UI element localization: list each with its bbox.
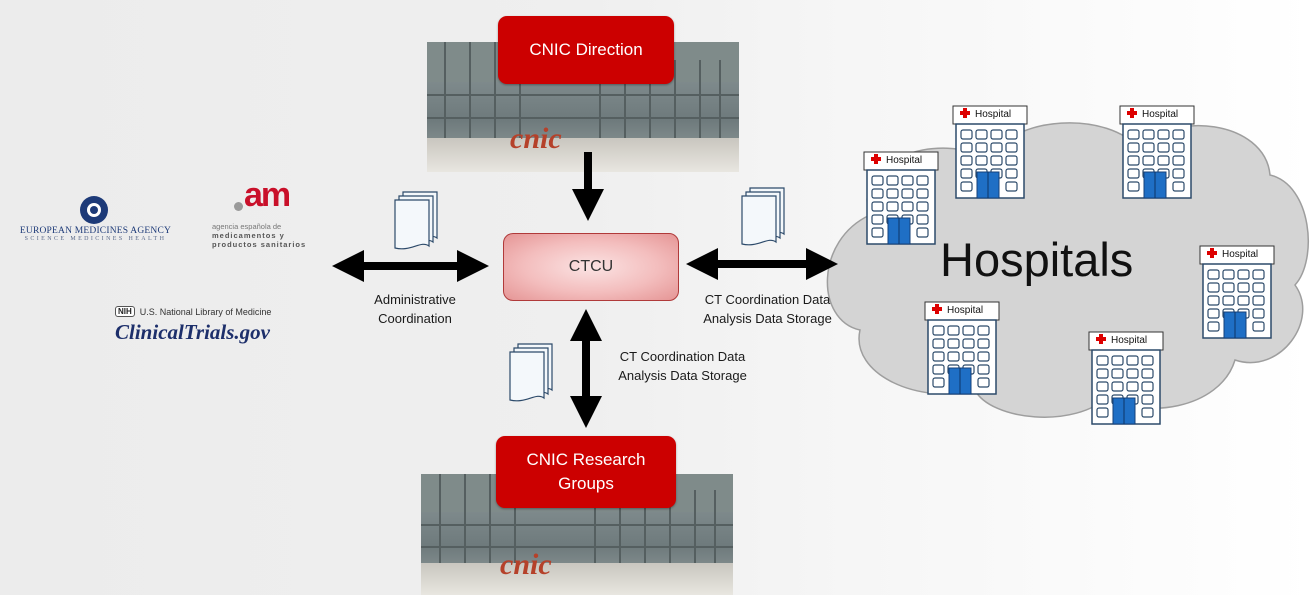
ema-logo-mark [80,196,108,224]
document-stack-icon [394,191,438,250]
cnic-research-groups-box: CNIC Research Groups [496,436,676,508]
ema-logo: EUROPEAN MEDICINES AGENCY SCIENCE MEDICI… [18,196,173,242]
ctcu-label: CTCU [568,258,614,275]
nlm-name: U.S. National Library of Medicine [139,306,272,317]
aemps-logo: am agencia española de medicamentos y pr… [208,176,318,249]
clinicaltrials-logo: NIH U.S. National Library of Medicine Cl… [115,306,271,345]
hospital-icon-label: Hospital [886,155,923,166]
hospital-icon [1199,245,1275,339]
cnic-direction-box: CNIC Direction [498,16,674,84]
ctcu-box: CTCU [503,233,679,301]
hospital-icon [1119,105,1195,199]
aemps-line2: medicamentos y [212,231,285,240]
cnic-direction-label: CNIC Direction [529,40,643,59]
hospital-icon [1088,331,1164,425]
aemps-line3: productos sanitarios [212,240,307,249]
administrative-coordination-label: Administrative Coordination [374,292,456,326]
bottom-edge-label: CT Coordination Data Analysis Data Stora… [618,349,747,383]
cnic-sign-bottom: cnic [500,548,552,581]
nih-badge: NIH [115,306,135,317]
ema-name: EUROPEAN MEDICINES AGENCY [19,226,172,236]
hospital-icon-label: Hospital [947,305,984,316]
right-edge-label: CT Coordination Data Analysis Data Stora… [703,292,832,326]
hospital-icon [924,301,1000,395]
document-stack-icon [741,187,785,246]
hospitals-title: Hospitals [940,233,1134,286]
hospital-icon-label: Hospital [975,109,1012,120]
hospital-icon-label: Hospital [1222,249,1259,260]
hospital-icon-label: Hospital [1111,335,1148,346]
ema-tagline: SCIENCE MEDICINES HEALTH [24,236,167,242]
aemps-mark-text: am [244,176,291,214]
cnic-sign-top: cnic [510,122,562,155]
aemps-line1: agencia española de [212,222,282,231]
hospital-icon [863,151,939,245]
hospital-icon-label: Hospital [1142,109,1179,120]
hospital-icon [952,105,1028,199]
document-stack-icon [509,343,553,402]
aemps-mark: am [208,176,318,216]
cnic-research-groups-label: CNIC Research Groups [526,450,646,493]
clinicaltrials-wordmark: ClinicalTrials.gov [115,320,270,344]
